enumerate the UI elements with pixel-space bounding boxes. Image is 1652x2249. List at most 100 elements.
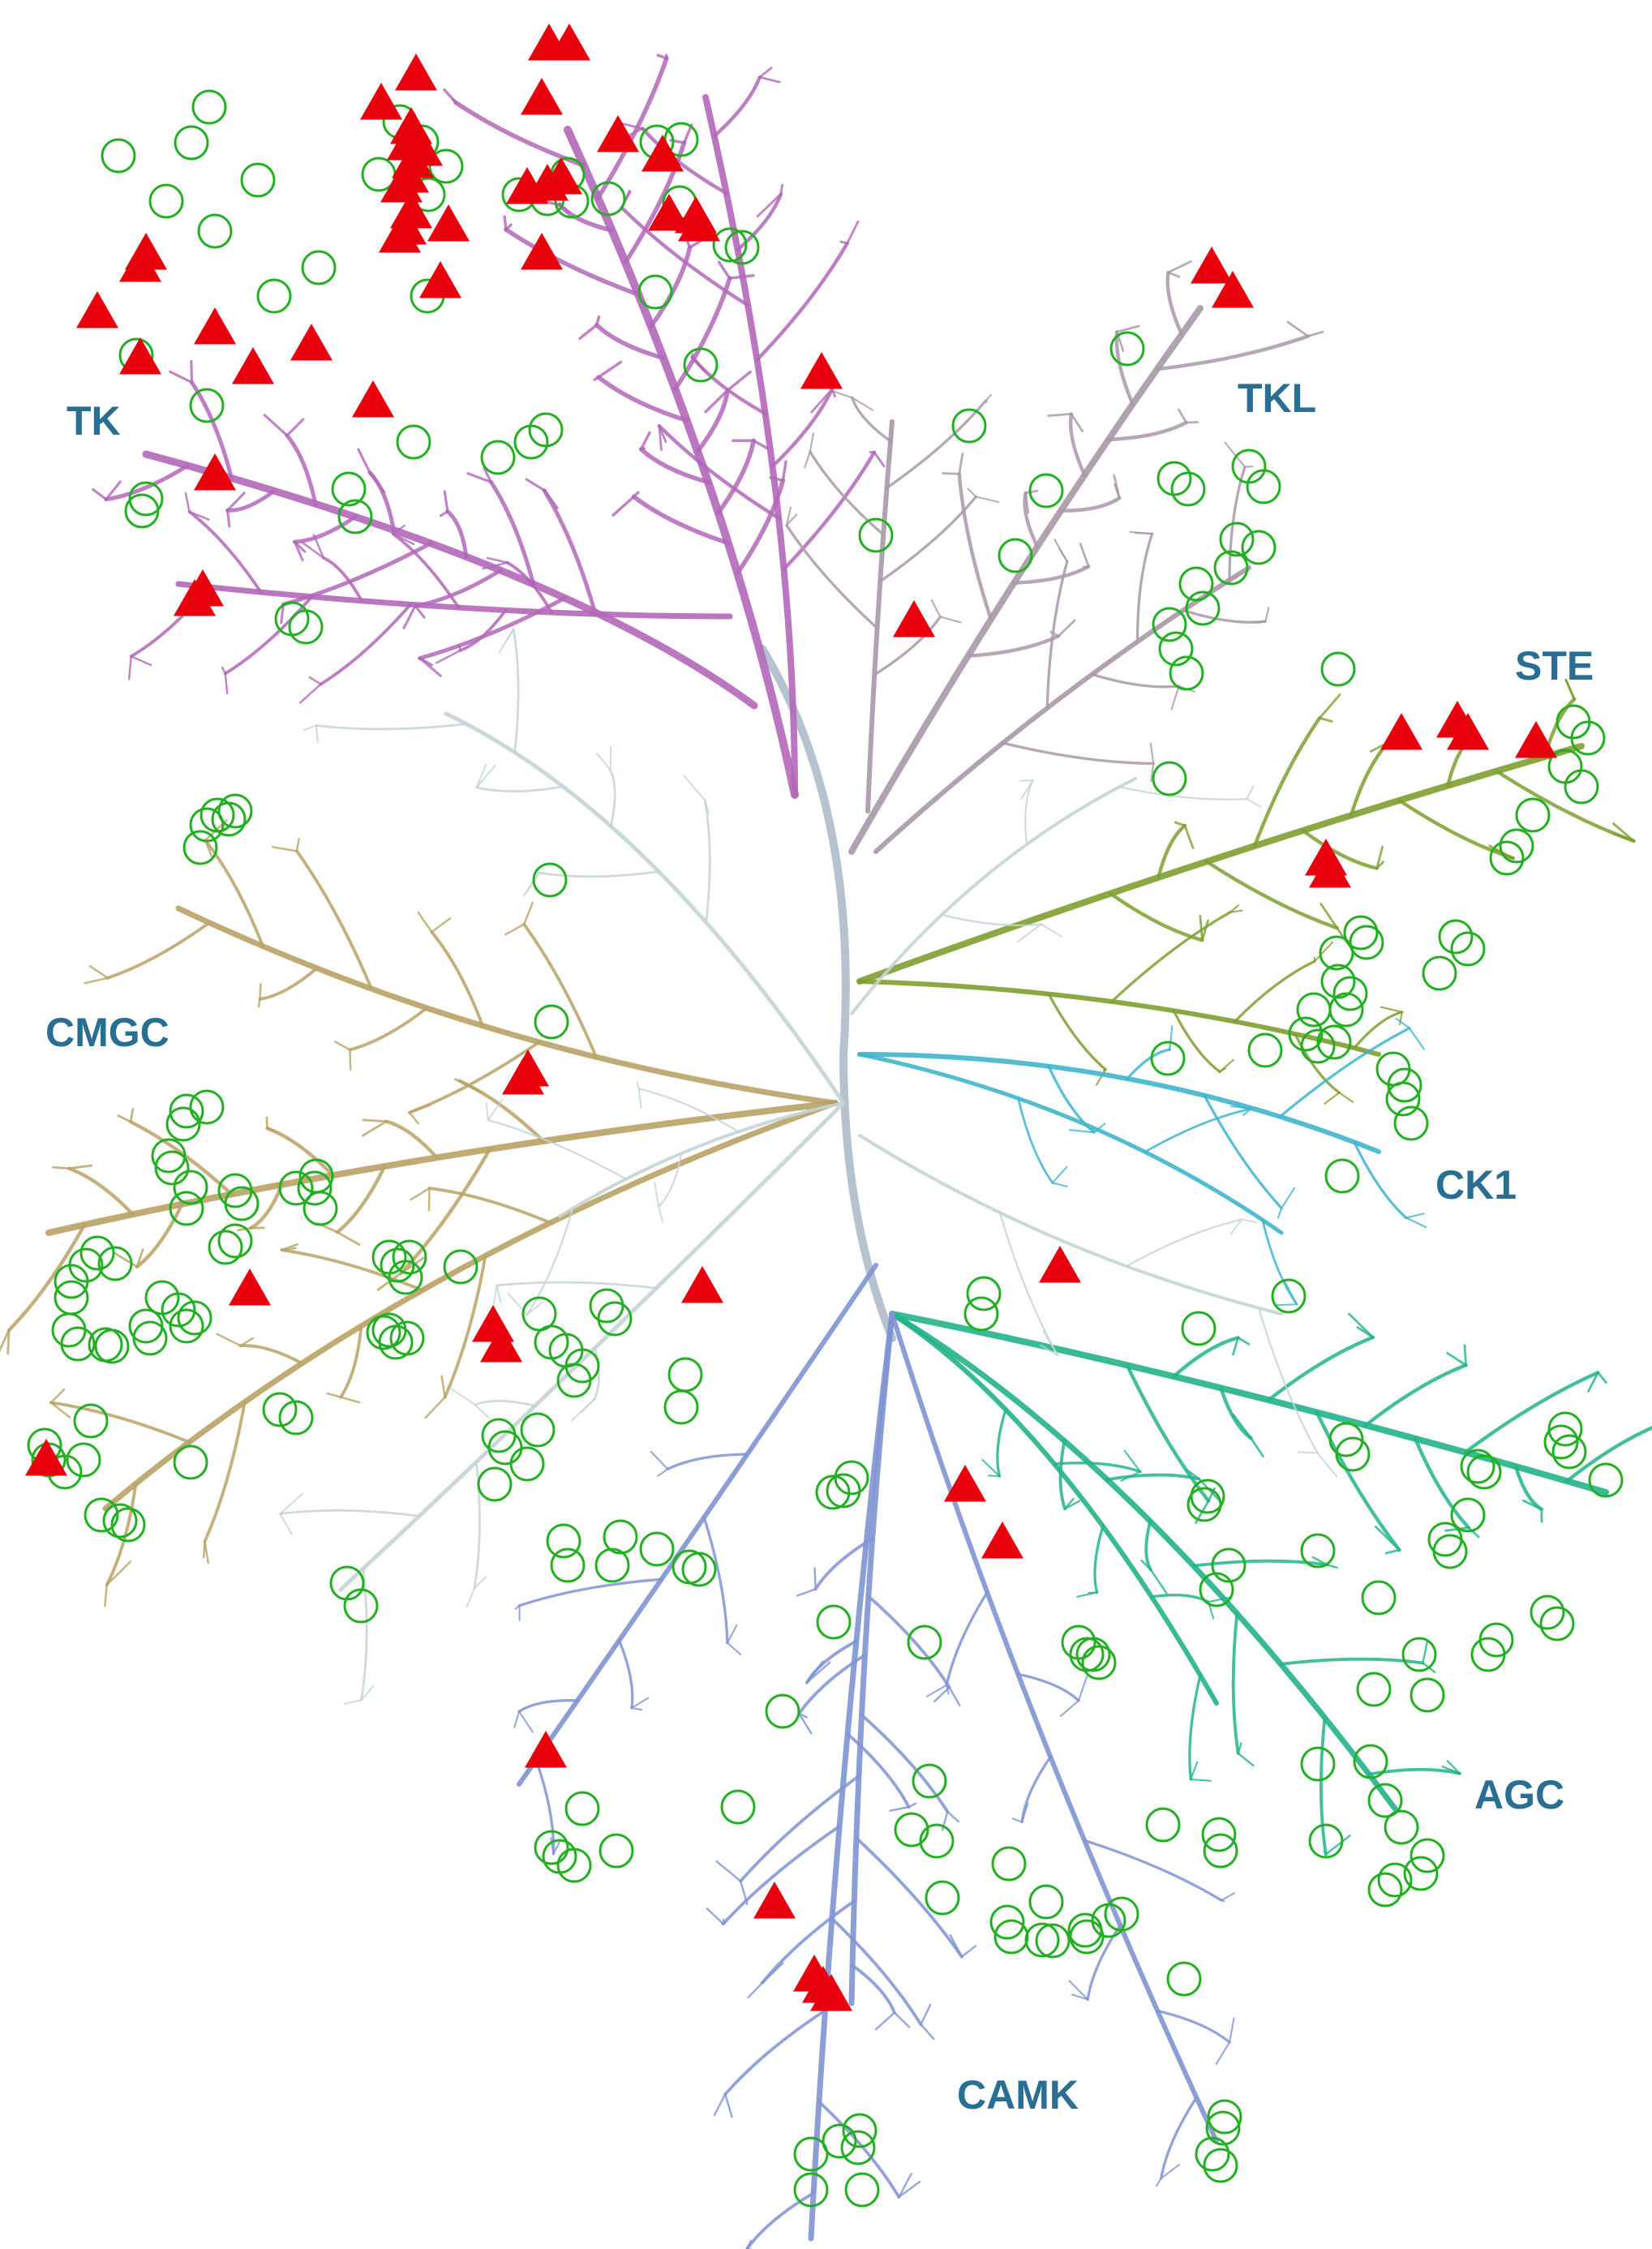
twig-tkl xyxy=(930,599,942,618)
twig-tkl xyxy=(1053,539,1068,563)
twig-agc xyxy=(1323,1850,1328,1856)
circle-marker xyxy=(174,125,209,161)
twig-cmgc xyxy=(67,1164,92,1170)
twig-ck1 xyxy=(1277,1207,1283,1219)
twig-tk xyxy=(224,672,229,695)
circle-marker xyxy=(79,1235,115,1271)
twig-camk xyxy=(805,1661,831,1684)
sub-branch-ste xyxy=(1156,823,1187,880)
twig-ck1 xyxy=(1051,1165,1068,1184)
twig-camk xyxy=(706,1908,725,1925)
sub-branch-agc xyxy=(1058,1439,1067,1511)
twig-tk xyxy=(504,223,513,231)
twig-tk xyxy=(810,388,834,414)
circle-marker xyxy=(301,250,337,285)
sub-branch-other xyxy=(1125,1218,1243,1268)
twig-camk xyxy=(1215,2041,1231,2065)
sub-branch-cmgc xyxy=(398,1147,492,1276)
circle-marker xyxy=(1564,769,1599,805)
twig-ste xyxy=(1375,845,1384,869)
twig-tkl xyxy=(1070,413,1083,432)
twig-other xyxy=(492,1285,498,1309)
twig-other xyxy=(1246,785,1255,800)
twig-tk xyxy=(312,534,325,560)
triangle-marker xyxy=(753,1882,796,1919)
circle-marker xyxy=(94,1328,130,1364)
circle-marker xyxy=(297,1170,333,1206)
sub-branch-tk xyxy=(690,355,767,416)
sub-branch-agc xyxy=(1319,1715,1328,1856)
circle-marker xyxy=(1296,992,1332,1028)
twig-cmgc xyxy=(265,1116,268,1130)
circle-marker xyxy=(102,1503,138,1539)
sub-branch-cmgc xyxy=(67,1166,135,1217)
twig-camk xyxy=(874,2011,896,2031)
branch-other xyxy=(444,711,846,1105)
twig-other xyxy=(279,1492,303,1515)
sub-branch-cmgc xyxy=(348,1006,429,1052)
circle-marker xyxy=(1332,976,1368,1011)
triangle-marker xyxy=(525,1731,567,1768)
twig-ste xyxy=(1174,821,1186,827)
sub-branch-tkl xyxy=(885,399,987,490)
twig-cmgc xyxy=(431,917,452,934)
twig-tk xyxy=(611,495,636,517)
twig-tkl xyxy=(1115,324,1140,333)
circle-marker xyxy=(54,1264,89,1299)
branch-tkl xyxy=(865,419,895,813)
twig-tkl xyxy=(1170,685,1180,710)
circle-marker xyxy=(1530,1594,1565,1630)
twig-cmgc xyxy=(257,998,261,1008)
twig-tkl xyxy=(834,391,853,399)
branch-camk xyxy=(890,1311,1219,2144)
circle-marker xyxy=(278,1400,314,1436)
circle-marker xyxy=(1489,840,1525,876)
twig-tk xyxy=(830,388,836,398)
twig-tk xyxy=(779,183,783,195)
twig-camk xyxy=(920,2003,932,2026)
twig-tkl xyxy=(1167,271,1181,278)
circle-marker xyxy=(1156,461,1192,496)
circle-marker xyxy=(1470,1637,1506,1672)
sub-branch-other xyxy=(526,1208,574,1315)
circle-marker xyxy=(1356,1672,1392,1707)
triangle-marker xyxy=(360,83,402,120)
twig-tk xyxy=(188,510,210,521)
sub-branch-tk xyxy=(712,75,762,138)
twig-tkl xyxy=(958,453,964,475)
sub-branch-tk xyxy=(631,494,731,546)
sub-branch-cmgc xyxy=(135,1202,184,1269)
twig-agc xyxy=(1441,1766,1461,1775)
twig-ste xyxy=(1229,909,1243,913)
twig-camk xyxy=(946,1810,960,1823)
sub-branch-tkl xyxy=(1135,532,1154,643)
twig-other xyxy=(1041,923,1062,938)
twig-tk xyxy=(418,657,434,667)
sub-branch-cmgc xyxy=(430,930,485,1028)
twig-tk xyxy=(482,561,508,570)
twig-tk xyxy=(632,491,640,499)
twig-ste xyxy=(1324,1092,1341,1105)
triangle-marker xyxy=(548,24,590,61)
circle-marker xyxy=(1181,1311,1216,1346)
circle-marker xyxy=(816,1604,852,1640)
sub-branch-ste xyxy=(1353,1011,1404,1049)
twig-agc xyxy=(1250,1437,1264,1457)
triangle-marker xyxy=(1447,713,1489,750)
circle-marker xyxy=(1308,1823,1344,1859)
circle-marker xyxy=(1320,651,1356,687)
sub-branch-ste xyxy=(1110,911,1232,1003)
twig-cmgc xyxy=(216,1333,242,1347)
circle-marker xyxy=(1515,797,1551,833)
circle-marker xyxy=(564,1791,600,1826)
twig-tk xyxy=(691,356,706,372)
twig-ste xyxy=(1318,716,1333,723)
twig-tk xyxy=(402,604,417,629)
twig-tkl xyxy=(1113,474,1121,500)
sub-branch-tk xyxy=(453,100,586,168)
circle-marker xyxy=(1185,590,1221,626)
twig-camk xyxy=(747,1981,764,1998)
sub-branch-tkl xyxy=(1165,270,1184,337)
group-label-ste: STE xyxy=(1515,643,1594,689)
sub-branch-agc xyxy=(1367,1767,1461,1776)
